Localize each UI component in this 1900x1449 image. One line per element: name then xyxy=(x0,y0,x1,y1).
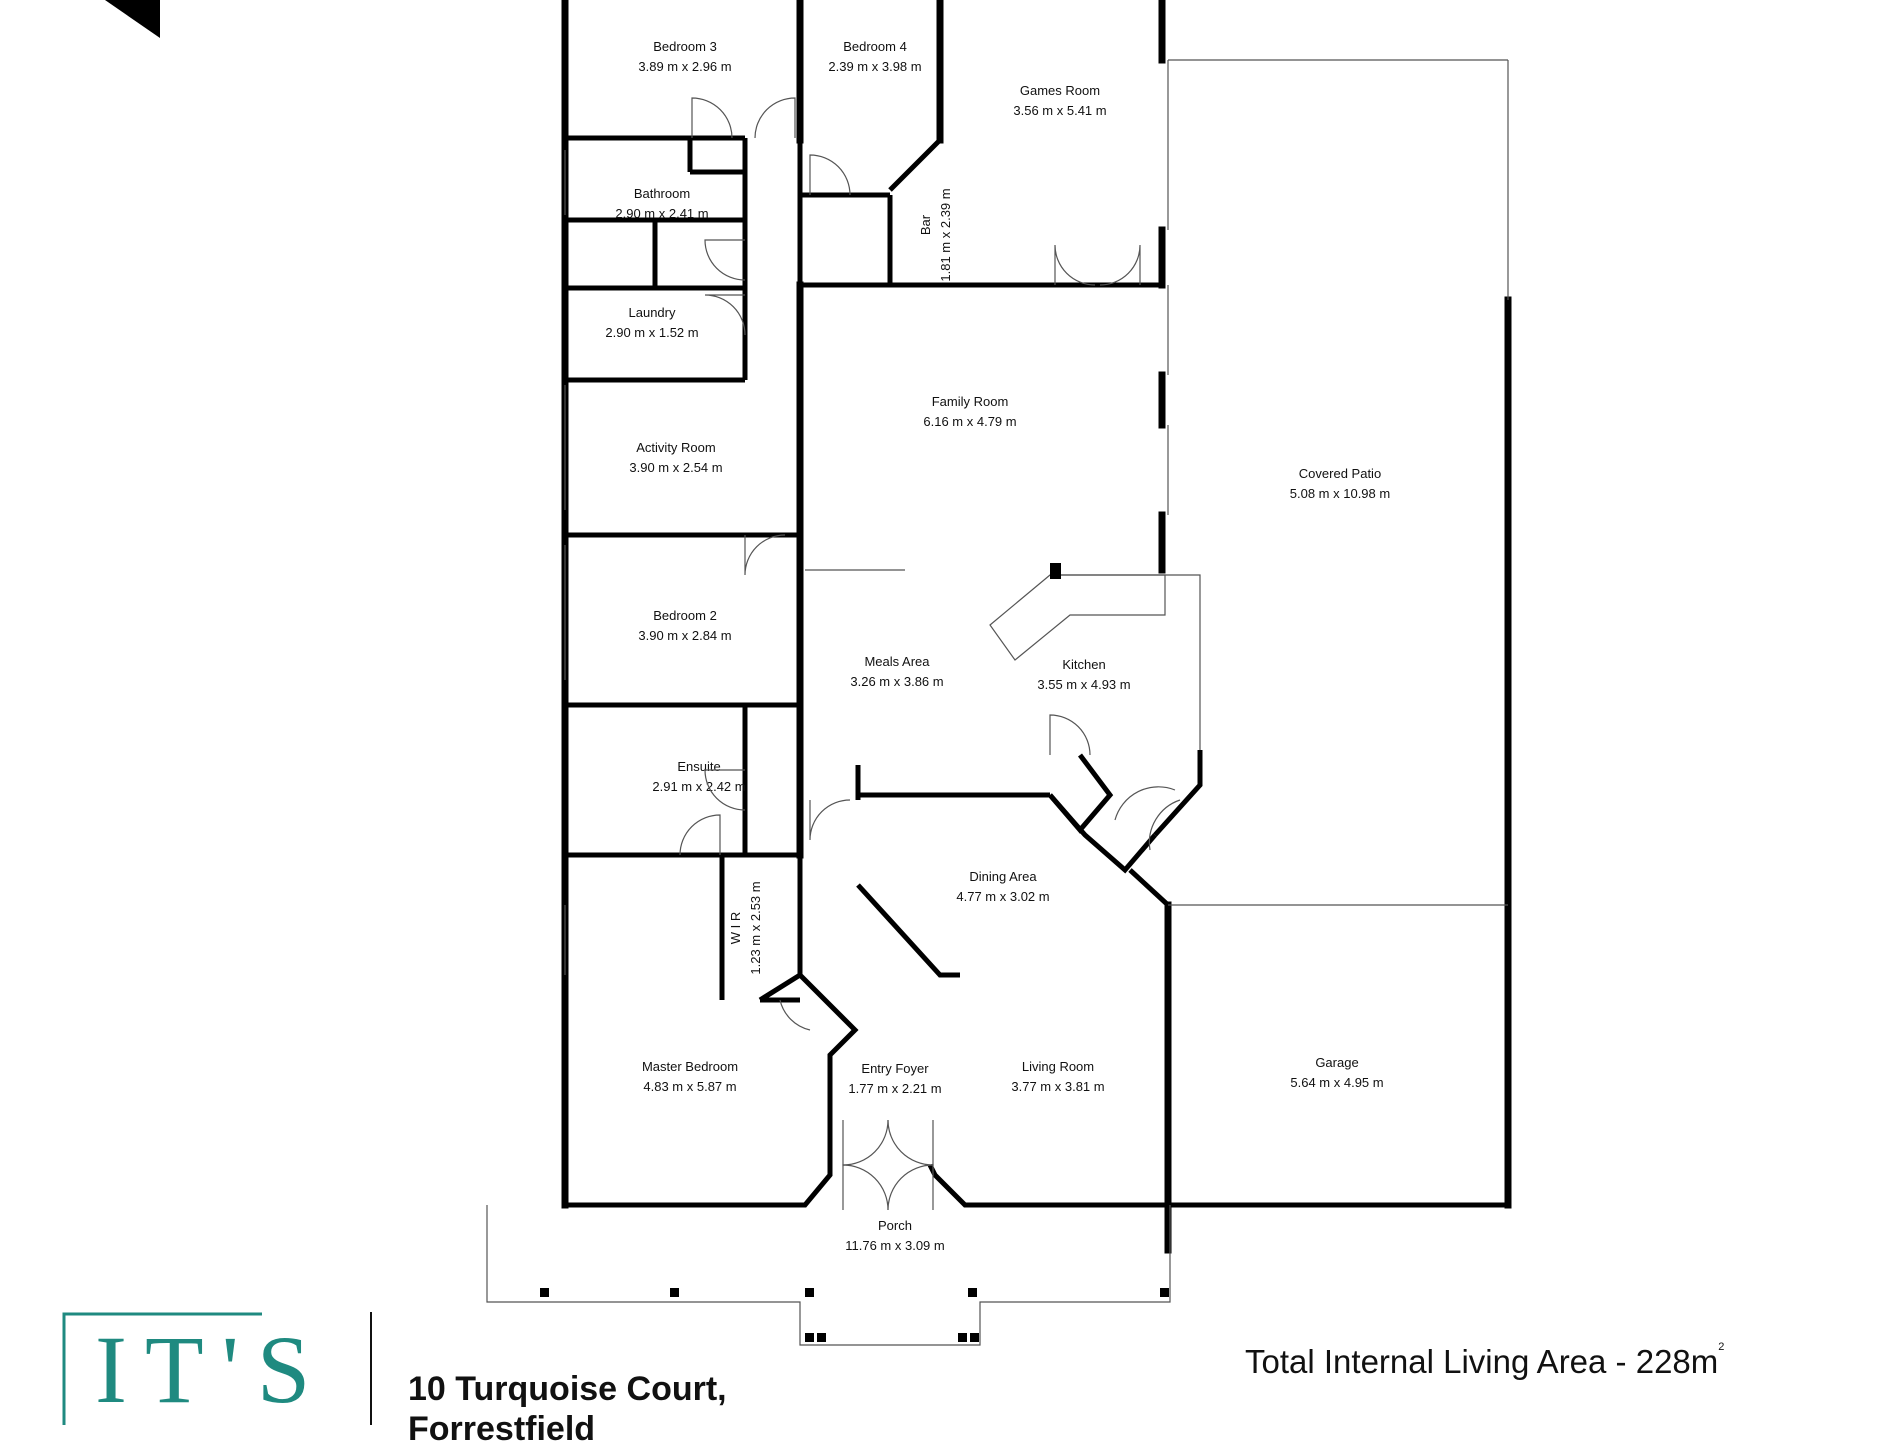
address-line2: Forrestfield xyxy=(408,1410,596,1448)
svg-text:W I R: W I R xyxy=(728,912,743,945)
svg-text:Bedroom 2: Bedroom 2 xyxy=(653,608,717,623)
room-labels: Bedroom 3 3.89 m x 2.96 m Bedroom 4 2.39 m… xyxy=(605,39,1390,1253)
room-bedroom3: Bedroom 3 3.89 m x 2.96 m xyxy=(638,39,731,74)
room-kitchen: Kitchen 3.55 m x 4.93 m xyxy=(1037,657,1130,692)
total-area: Total Internal Living Area - 228m2 xyxy=(1245,1341,1725,1381)
room-games: Games Room 3.56 m x 5.41 m xyxy=(1013,83,1106,118)
room-patio: Covered Patio 5.08 m x 10.98 m xyxy=(1290,466,1390,501)
room-family: Family Room 6.16 m x 4.79 m xyxy=(923,394,1016,429)
svg-text:Bedroom 3: Bedroom 3 xyxy=(653,39,717,54)
door-swings xyxy=(679,97,1181,1211)
svg-text:Living Room: Living Room xyxy=(1022,1059,1094,1074)
room-foyer: Entry Foyer 1.77 m x 2.21 m xyxy=(848,1061,941,1096)
room-meals: Meals Area 3.26 m x 3.86 m xyxy=(850,654,943,689)
svg-text:4.77 m x 3.02 m: 4.77 m x 3.02 m xyxy=(956,889,1049,904)
room-dining: Dining Area 4.77 m x 3.02 m xyxy=(956,869,1049,904)
address-line1: 10 Turquoise Court, xyxy=(408,1370,727,1408)
north-arrow-icon xyxy=(105,0,160,38)
svg-text:11.76 m x 3.09 m: 11.76 m x 3.09 m xyxy=(845,1238,944,1253)
svg-text:Dining Area: Dining Area xyxy=(969,869,1037,884)
svg-text:1.77 m x 2.21 m: 1.77 m x 2.21 m xyxy=(848,1081,941,1096)
svg-text:Entry Foyer: Entry Foyer xyxy=(861,1061,929,1076)
svg-text:Ensuite: Ensuite xyxy=(677,759,720,774)
svg-text:Garage: Garage xyxy=(1315,1055,1358,1070)
room-porch: Porch 11.76 m x 3.09 m xyxy=(845,1218,944,1253)
svg-text:2.90 m x 1.52 m: 2.90 m x 1.52 m xyxy=(605,325,698,340)
interior-walls xyxy=(565,0,1508,1208)
total-area-unit-sup: 2 xyxy=(1718,1341,1725,1353)
svg-text:Kitchen: Kitchen xyxy=(1062,657,1105,672)
svg-text:3.90 m x 2.84 m: 3.90 m x 2.84 m xyxy=(638,628,731,643)
svg-text:6.16 m x 4.79 m: 6.16 m x 4.79 m xyxy=(923,414,1016,429)
room-bathroom: Bathroom 2.90 m x 2.41 m xyxy=(615,186,708,221)
svg-text:2.90 m x 2.41 m: 2.90 m x 2.41 m xyxy=(615,206,708,221)
room-laundry: Laundry 2.90 m x 1.52 m xyxy=(605,305,698,340)
svg-text:2.39 m x 3.98 m: 2.39 m x 3.98 m xyxy=(828,59,921,74)
room-activity: Activity Room 3.90 m x 2.54 m xyxy=(629,440,722,475)
svg-text:Master Bedroom: Master Bedroom xyxy=(642,1059,738,1074)
svg-text:3.89 m x 2.96 m: 3.89 m x 2.96 m xyxy=(638,59,731,74)
svg-text:1.81 m x 2.39 m: 1.81 m x 2.39 m xyxy=(938,188,953,281)
svg-text:5.64 m x 4.95 m: 5.64 m x 4.95 m xyxy=(1290,1075,1383,1090)
logo: IT'S xyxy=(95,1316,329,1423)
svg-text:1.23 m x 2.53 m: 1.23 m x 2.53 m xyxy=(748,881,763,974)
room-wir: W I R 1.23 m x 2.53 m xyxy=(728,881,763,974)
svg-text:Porch: Porch xyxy=(878,1218,912,1233)
svg-text:4.83 m x 5.87 m: 4.83 m x 5.87 m xyxy=(643,1079,736,1094)
svg-text:Family Room: Family Room xyxy=(932,394,1009,409)
svg-text:Activity Room: Activity Room xyxy=(636,440,715,455)
svg-text:Meals Area: Meals Area xyxy=(864,654,930,669)
room-bedroom2: Bedroom 2 3.90 m x 2.84 m xyxy=(638,608,731,643)
svg-text:Games Room: Games Room xyxy=(1020,83,1100,98)
room-living: Living Room 3.77 m x 3.81 m xyxy=(1011,1059,1104,1094)
room-master: Master Bedroom 4.83 m x 5.87 m xyxy=(642,1059,738,1094)
svg-text:3.56 m x 5.41 m: 3.56 m x 5.41 m xyxy=(1013,103,1106,118)
svg-text:Covered Patio: Covered Patio xyxy=(1299,466,1381,481)
svg-text:5.08 m x 10.98 m: 5.08 m x 10.98 m xyxy=(1290,486,1390,501)
room-garage: Garage 5.64 m x 4.95 m xyxy=(1290,1055,1383,1090)
room-bar: Bar 1.81 m x 2.39 m xyxy=(918,188,953,281)
svg-text:Bar: Bar xyxy=(918,214,933,235)
svg-text:3.90 m x 2.54 m: 3.90 m x 2.54 m xyxy=(629,460,722,475)
logo-frame xyxy=(62,1312,372,1425)
svg-text:3.26 m x 3.86 m: 3.26 m x 3.86 m xyxy=(850,674,943,689)
posts xyxy=(540,563,1169,1342)
room-ensuite: Ensuite 2.91 m x 2.42 m xyxy=(652,759,745,794)
svg-text:3.77 m x 3.81 m: 3.77 m x 3.81 m xyxy=(1011,1079,1104,1094)
room-bedroom4: Bedroom 4 2.39 m x 3.98 m xyxy=(828,39,921,74)
thin-lines xyxy=(486,59,1509,1346)
svg-text:Bathroom: Bathroom xyxy=(634,186,690,201)
svg-text:Bedroom 4: Bedroom 4 xyxy=(843,39,907,54)
svg-text:Laundry: Laundry xyxy=(629,305,676,320)
total-area-label: Total Internal Living Area - 228m xyxy=(1245,1343,1719,1380)
svg-text:3.55 m x 4.93 m: 3.55 m x 4.93 m xyxy=(1037,677,1130,692)
svg-text:2.91 m x 2.42 m: 2.91 m x 2.42 m xyxy=(652,779,745,794)
